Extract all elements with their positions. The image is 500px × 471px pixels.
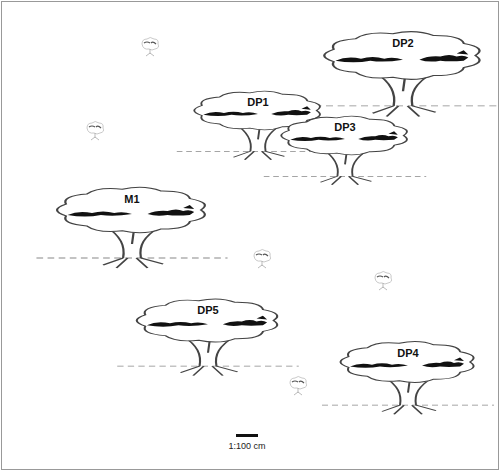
ground-line [322,405,494,406]
ground-line [303,105,500,106]
tree-label: DP4 [318,347,498,359]
animal-silhouettes [350,357,464,367]
tree-label: DP3 [260,121,430,133]
tree-label: M1 [32,193,232,205]
ground-line [36,258,227,259]
tree-label: DP1 [173,96,343,108]
shrub [87,122,104,141]
tree-marker: DP3 [260,110,430,188]
tree-marker: DP4 [318,335,498,418]
ground-line [264,175,426,176]
shrub [375,272,392,291]
tree-label: DP2 [298,37,500,49]
scale-label: 1:100 cm [228,441,265,451]
animal-silhouettes [68,205,195,217]
ground-line [117,365,299,366]
scale-bar [236,434,258,437]
tree-marker: DP5 [113,292,303,379]
animal-silhouettes [147,315,267,326]
shrub [290,377,307,396]
tree-marker: M1 [32,180,232,272]
shrub [142,38,159,57]
shrub [254,250,271,269]
tree-marker: DP2 [298,24,500,121]
animal-silhouettes [335,50,468,62]
tree-label: DP5 [113,304,303,316]
